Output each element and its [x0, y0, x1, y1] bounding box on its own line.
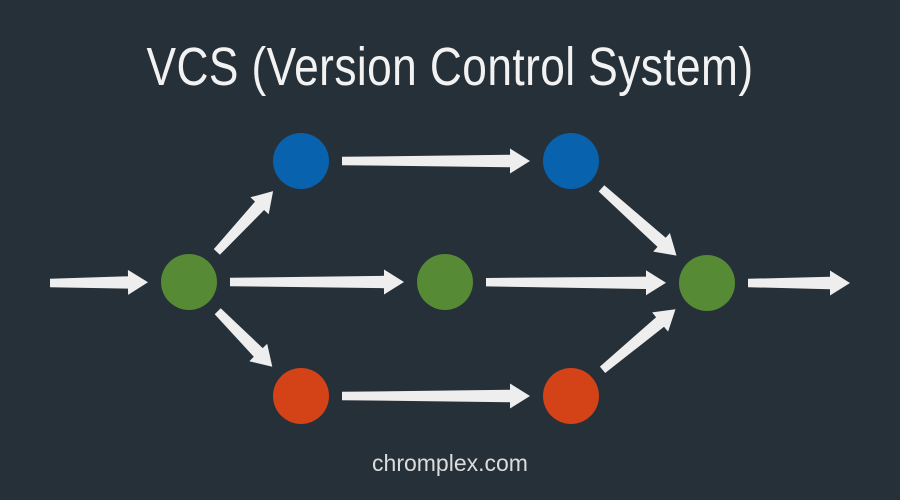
nodes-layer — [161, 133, 735, 424]
arrow-main-middle-to-main-merge — [486, 270, 666, 296]
arrow-incoming-to-main-start — [50, 269, 148, 295]
arrows-layer — [50, 148, 850, 409]
commit-node-main-merge — [679, 255, 735, 311]
footer-site-label: chromplex.com — [372, 450, 528, 476]
commit-node-orange-2 — [543, 368, 599, 424]
arrow-main-start-to-main-middle — [230, 269, 404, 295]
arrow-main-start-to-orange-1 — [214, 308, 273, 367]
commit-node-blue-1 — [273, 133, 329, 189]
page-title: VCS (Version Control System) — [146, 37, 754, 97]
arrow-main-merge-to-outgoing — [748, 270, 850, 296]
commit-node-main-start — [161, 254, 217, 310]
commit-node-blue-2 — [543, 133, 599, 189]
commit-node-main-middle — [417, 254, 473, 310]
arrow-main-start-to-blue-1 — [213, 191, 274, 255]
arrow-blue-1-to-blue-2 — [342, 148, 530, 174]
arrow-orange-2-to-main-merge — [599, 309, 676, 373]
arrow-orange-1-to-orange-2 — [342, 383, 530, 409]
arrow-blue-2-to-main-merge — [598, 185, 677, 256]
commit-node-orange-1 — [273, 368, 329, 424]
